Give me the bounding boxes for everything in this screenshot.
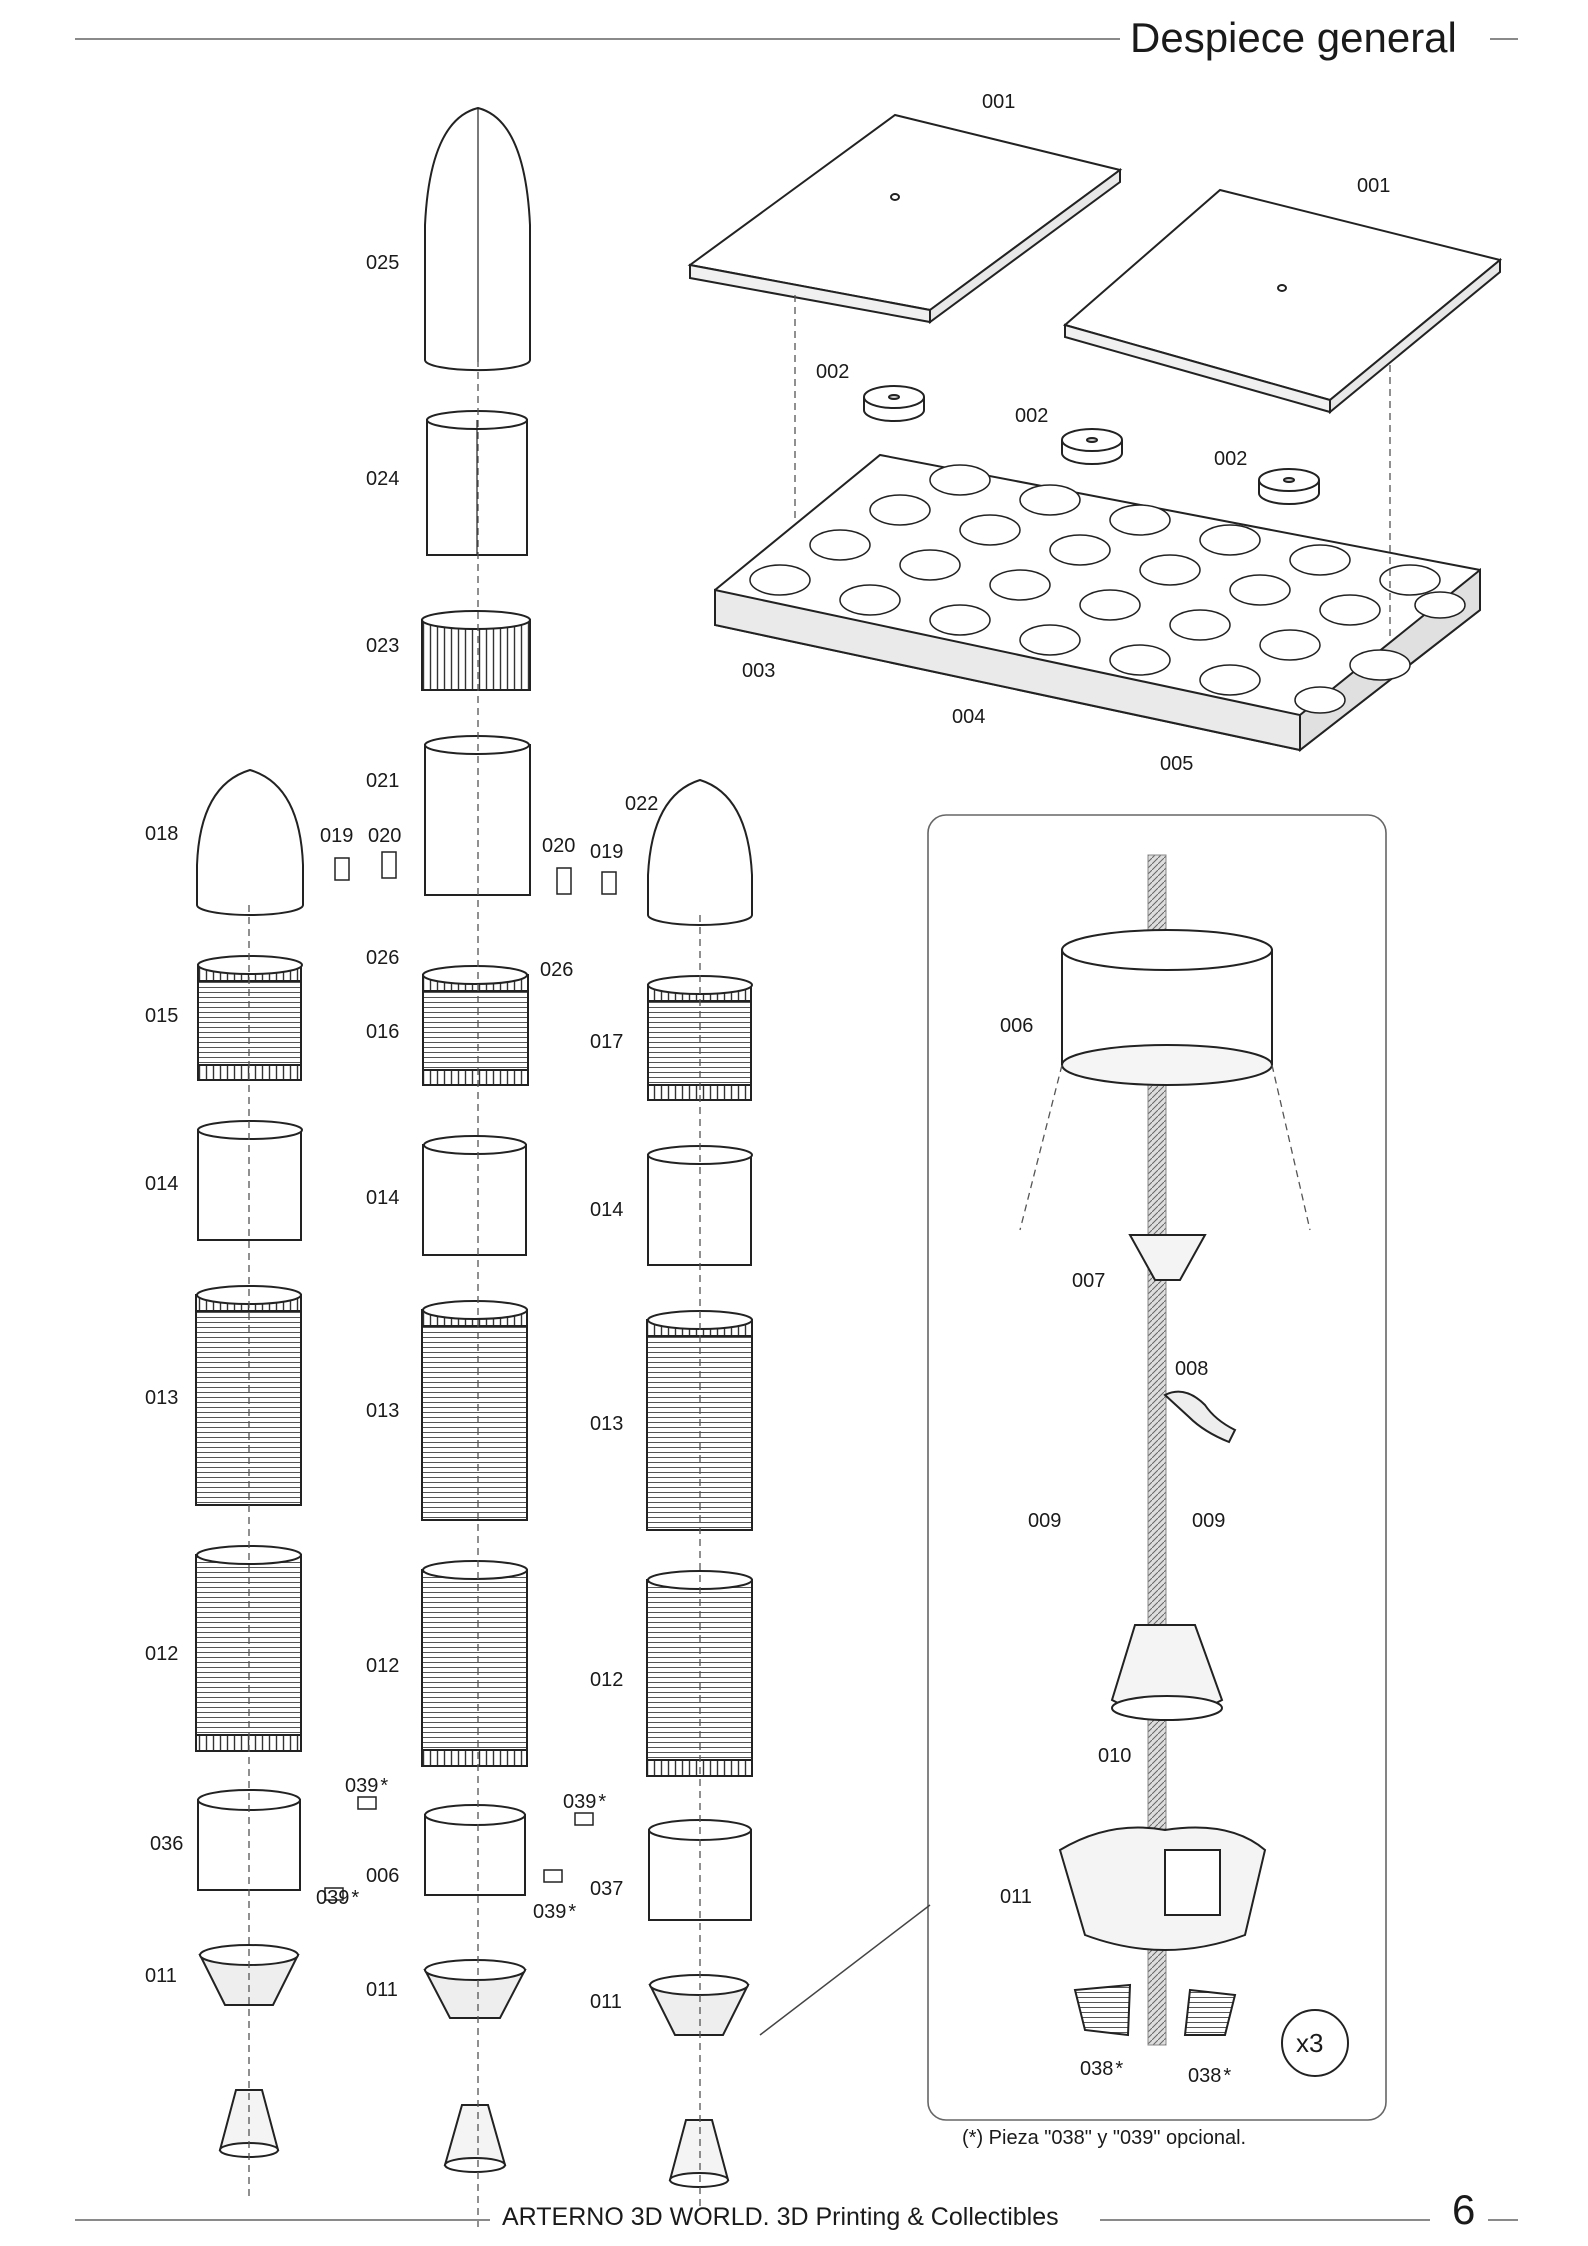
label-038-right: 038*	[1188, 2065, 1231, 2087]
footer-rule-right	[1100, 2219, 1430, 2221]
label-014-center: 014	[366, 1187, 399, 1209]
label-037: 037	[590, 1878, 623, 1900]
label-004: 004	[952, 706, 985, 728]
label-008: 008	[1175, 1358, 1208, 1380]
label-002-c: 002	[1214, 448, 1247, 470]
label-039-c: 039*	[316, 1887, 359, 1909]
label-009-right: 009	[1192, 1510, 1225, 1532]
label-002-b: 002	[1015, 405, 1048, 427]
base-plate-001-left	[687, 113, 1123, 324]
label-011-left: 011	[145, 1965, 177, 1987]
label-009-left: 009	[1028, 1510, 1061, 1532]
display-base-sockets	[749, 464, 1466, 714]
label-012-right: 012	[590, 1669, 623, 1691]
label-006-center: 006	[366, 1865, 399, 1887]
label-016: 016	[366, 1021, 399, 1043]
core-stack	[421, 106, 531, 2173]
label-018: 018	[145, 823, 178, 845]
label-021: 021	[366, 770, 399, 792]
label-005: 005	[1160, 753, 1193, 775]
label-026-right: 026	[540, 959, 573, 981]
label-025: 025	[366, 252, 399, 274]
label-002-a: 002	[816, 361, 849, 383]
attachment-parts	[324, 851, 617, 1901]
page-number: 6	[1452, 2186, 1476, 2233]
optional-parts-note: (*) Pieza "038" y "039" opcional.	[962, 2127, 1247, 2149]
label-011-detail: 011	[1000, 1886, 1032, 1908]
label-007: 007	[1072, 1270, 1105, 1292]
label-039-a: 039*	[345, 1775, 388, 1797]
label-013-center: 013	[366, 1400, 399, 1422]
header-rule-left	[75, 38, 1120, 40]
label-020-right: 020	[542, 835, 575, 857]
engine-detail-parts	[1058, 854, 1349, 2077]
label-024: 024	[366, 468, 399, 490]
header-rule-right	[1490, 38, 1518, 40]
label-010: 010	[1098, 1745, 1131, 1767]
label-026-left: 026	[366, 947, 399, 969]
label-019-left: 019	[320, 825, 353, 847]
label-019-right: 019	[590, 841, 623, 863]
label-014-left: 014	[145, 1173, 178, 1195]
puck-002-b	[1061, 428, 1123, 465]
label-006-detail: 006	[1000, 1015, 1033, 1037]
label-015: 015	[145, 1005, 178, 1027]
label-038-left: 038*	[1080, 2058, 1123, 2080]
label-013-left: 013	[145, 1387, 178, 1409]
leader-lines	[248, 295, 1391, 2230]
puck-002-a	[863, 385, 925, 422]
label-012-left: 012	[145, 1643, 178, 1665]
label-011-right: 011	[590, 1991, 622, 2013]
base-plate-001-right	[1062, 188, 1503, 415]
label-003: 003	[742, 660, 775, 682]
label-023: 023	[366, 635, 399, 657]
page-title: Despiece general	[1130, 14, 1457, 61]
quantity-badge: x3	[1296, 2028, 1323, 2058]
label-014-right: 014	[590, 1199, 623, 1221]
label-017: 017	[590, 1031, 623, 1053]
label-013-right: 013	[590, 1413, 623, 1435]
footer-rule-left	[75, 2219, 490, 2221]
puck-002-c	[1258, 468, 1320, 505]
label-001-right: 001	[1357, 175, 1390, 197]
label-011-center: 011	[366, 1979, 398, 2001]
engine-detail-panel	[927, 814, 1387, 2121]
footer-rule-end	[1488, 2219, 1518, 2221]
label-012-center: 012	[366, 1655, 399, 1677]
label-039-d: 039*	[533, 1901, 576, 1923]
label-001-left: 001	[982, 91, 1015, 113]
part-labels: 001 001 002 002 002 003 004 005 025 024 …	[145, 91, 1390, 2087]
label-020-left: 020	[368, 825, 401, 847]
label-039-b: 039*	[563, 1791, 606, 1813]
label-036: 036	[150, 1833, 183, 1855]
label-022: 022	[625, 793, 658, 815]
footer-text: ARTERNO 3D WORLD. 3D Printing & Collecti…	[502, 2203, 1059, 2231]
